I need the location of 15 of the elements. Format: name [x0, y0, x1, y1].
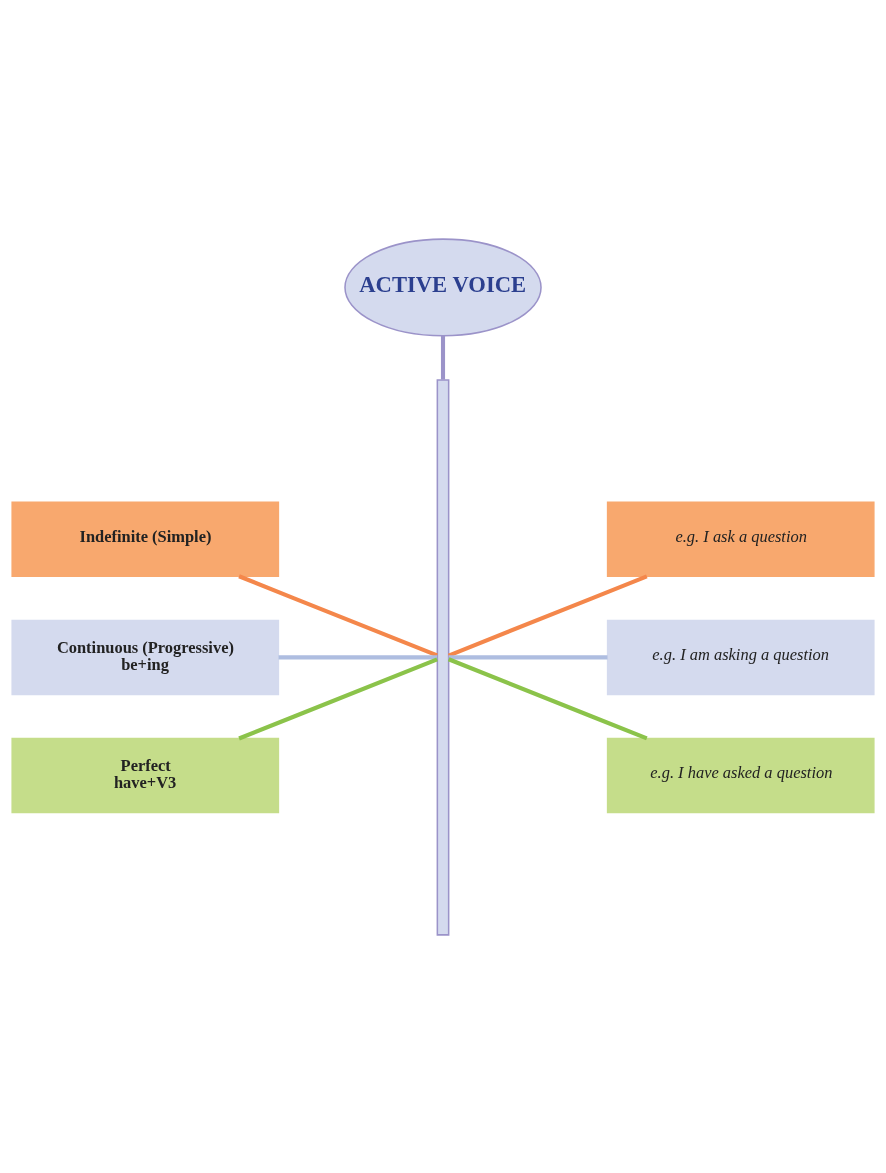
connector [440, 335, 446, 380]
connector [238, 656, 438, 740]
node-ellipse: ACTIVE VOICE [344, 237, 542, 336]
connector [448, 654, 608, 659]
connector [238, 573, 438, 657]
node-box: Perfect have+V3 [11, 737, 280, 813]
node-box: e.g. I ask a question [606, 500, 875, 577]
node-bar [436, 378, 450, 936]
connector [278, 654, 438, 659]
node-box: Continuous (Progressive) be+ing [11, 619, 280, 695]
node-box: e.g. I am asking a question [606, 619, 875, 695]
node-box: e.g. I have asked a question [606, 737, 875, 813]
node-box: Indefinite (Simple) [11, 500, 280, 577]
connector [447, 573, 648, 657]
connector [447, 656, 648, 740]
